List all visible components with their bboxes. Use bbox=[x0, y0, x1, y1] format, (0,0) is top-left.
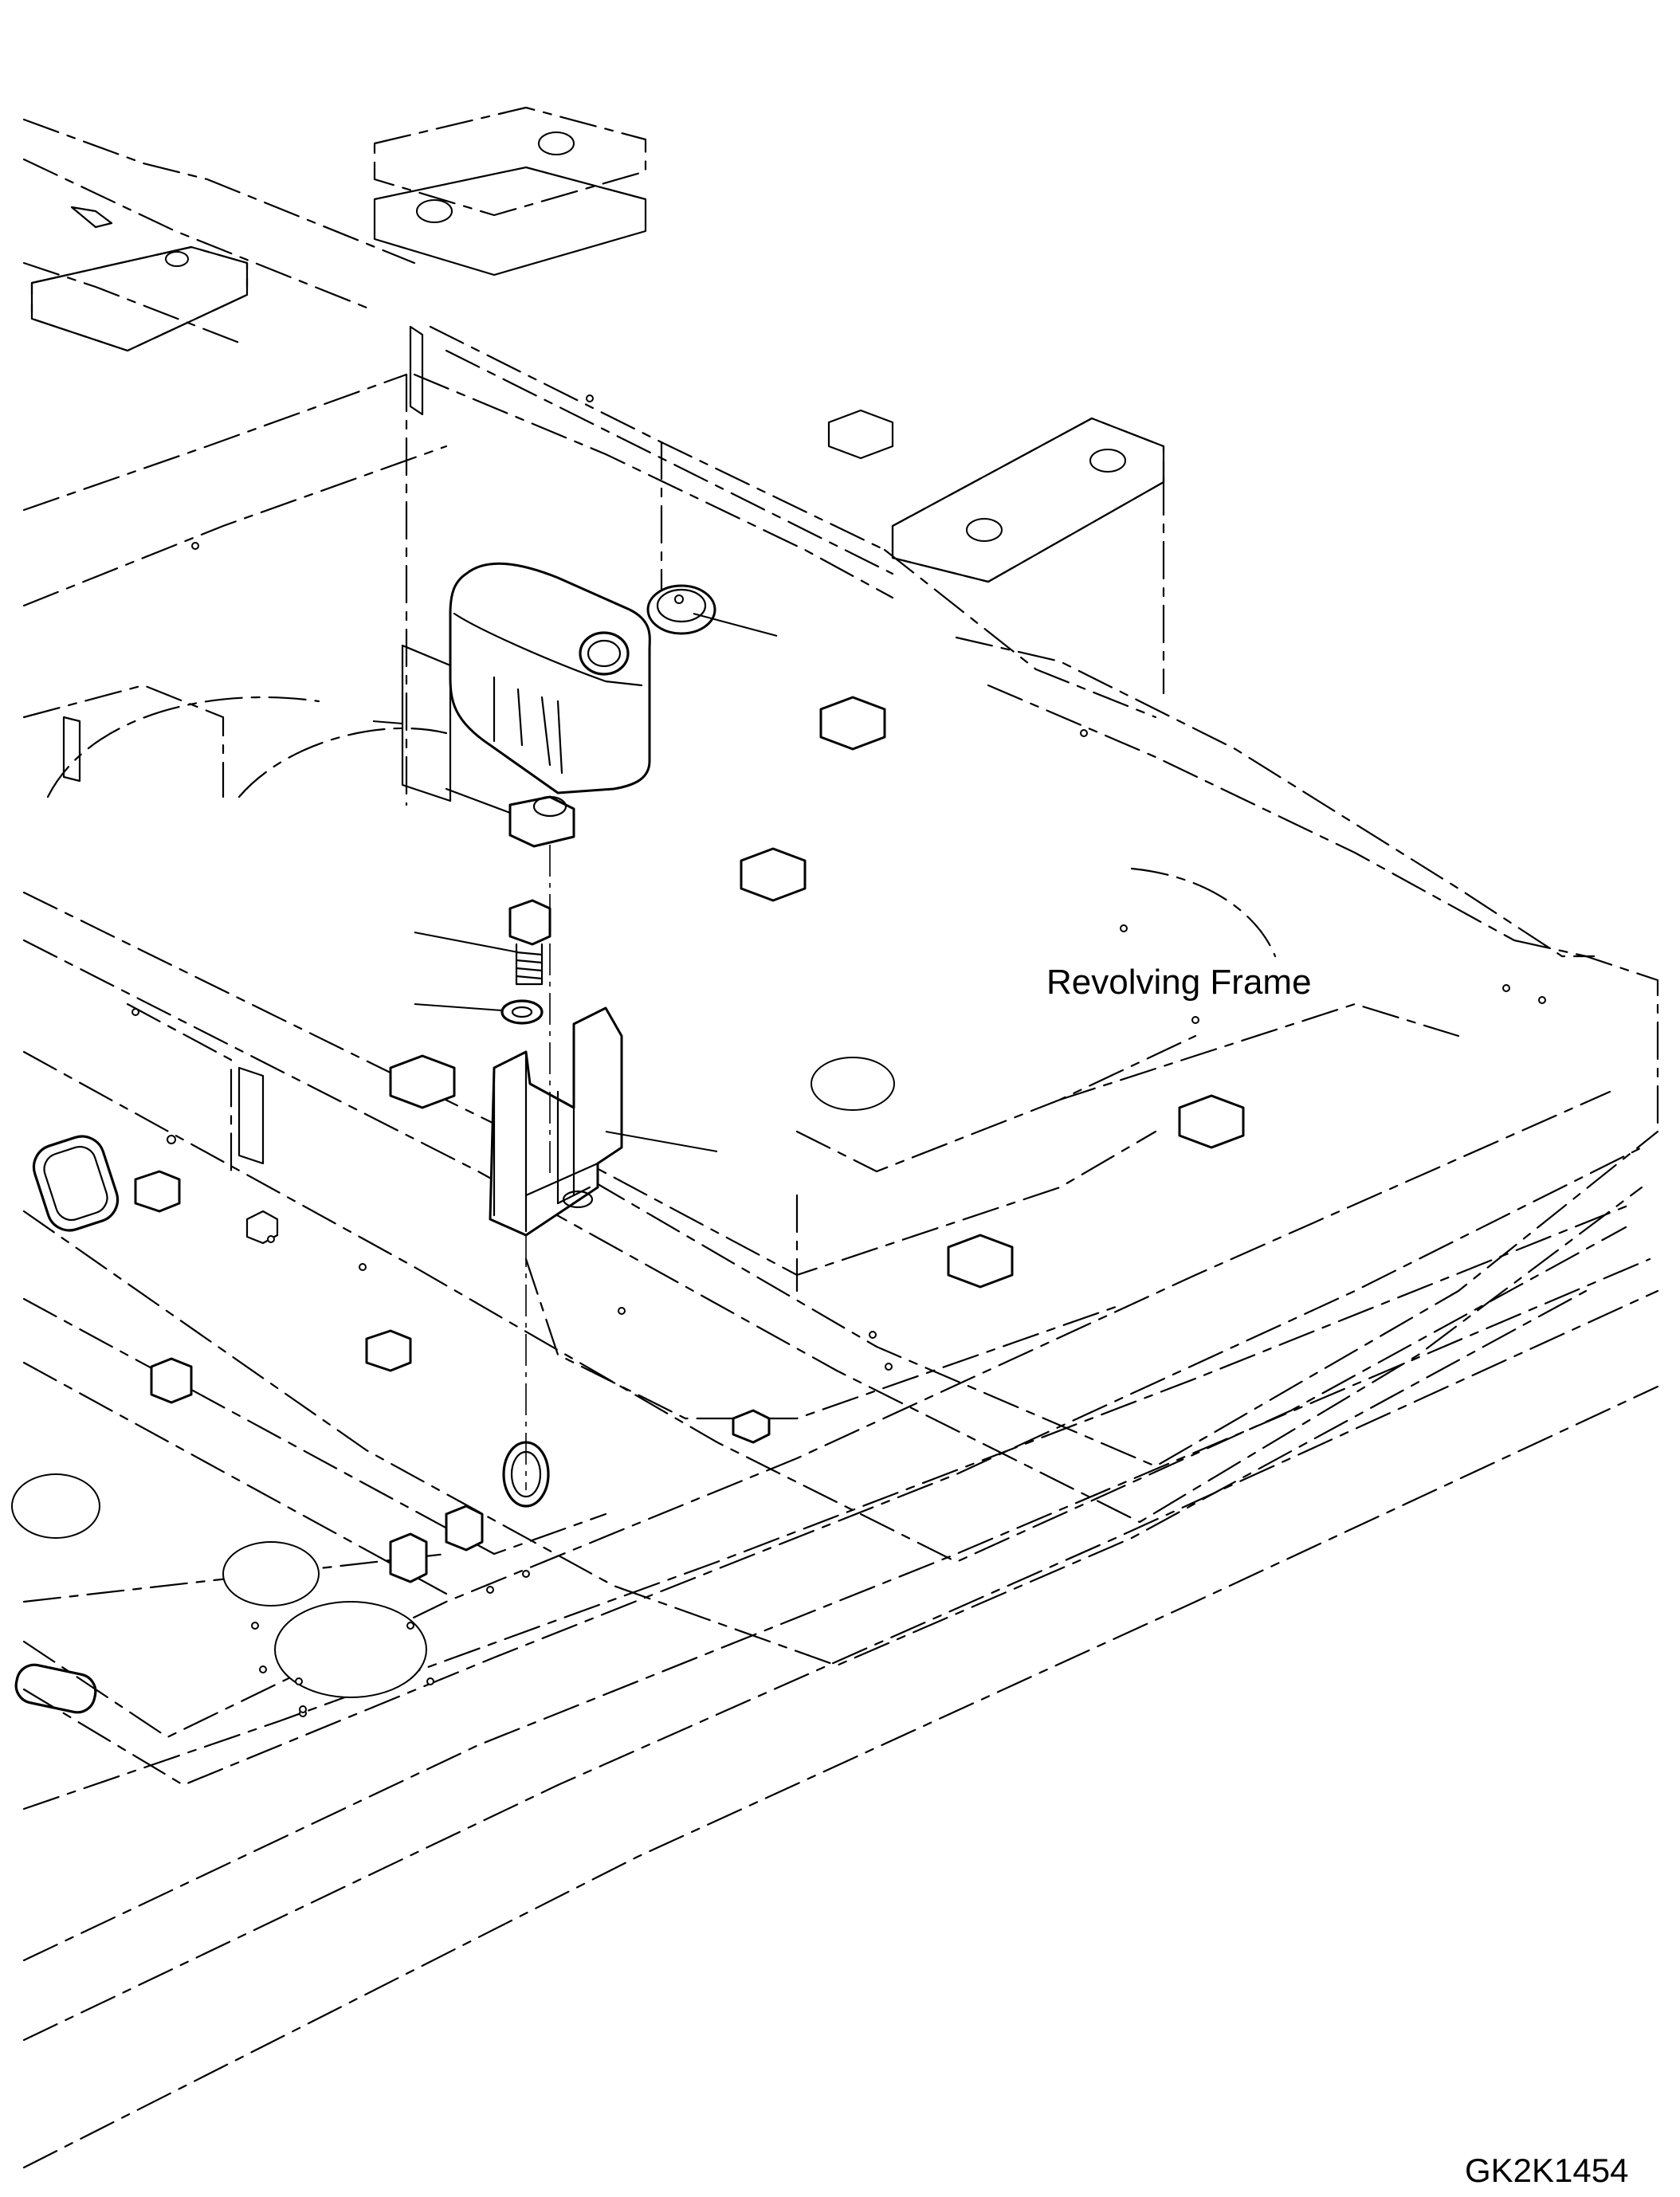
leader-lines bbox=[372, 613, 778, 1152]
frame-details bbox=[11, 131, 1546, 1717]
washer-tank bbox=[401, 562, 651, 848]
pad-hole bbox=[165, 251, 189, 267]
tank-cap bbox=[646, 584, 716, 635]
drawing-number: GK2K1454 bbox=[1465, 2152, 1629, 2189]
revolving-frame-label: Revolving Frame bbox=[1046, 963, 1312, 1002]
bolt bbox=[508, 899, 551, 986]
washer-pump bbox=[508, 795, 575, 848]
mounting-bracket bbox=[489, 1006, 623, 1237]
washer bbox=[500, 999, 544, 1025]
tank-bracket-plate bbox=[401, 644, 452, 802]
revolving-frame-outline bbox=[22, 106, 1659, 2169]
